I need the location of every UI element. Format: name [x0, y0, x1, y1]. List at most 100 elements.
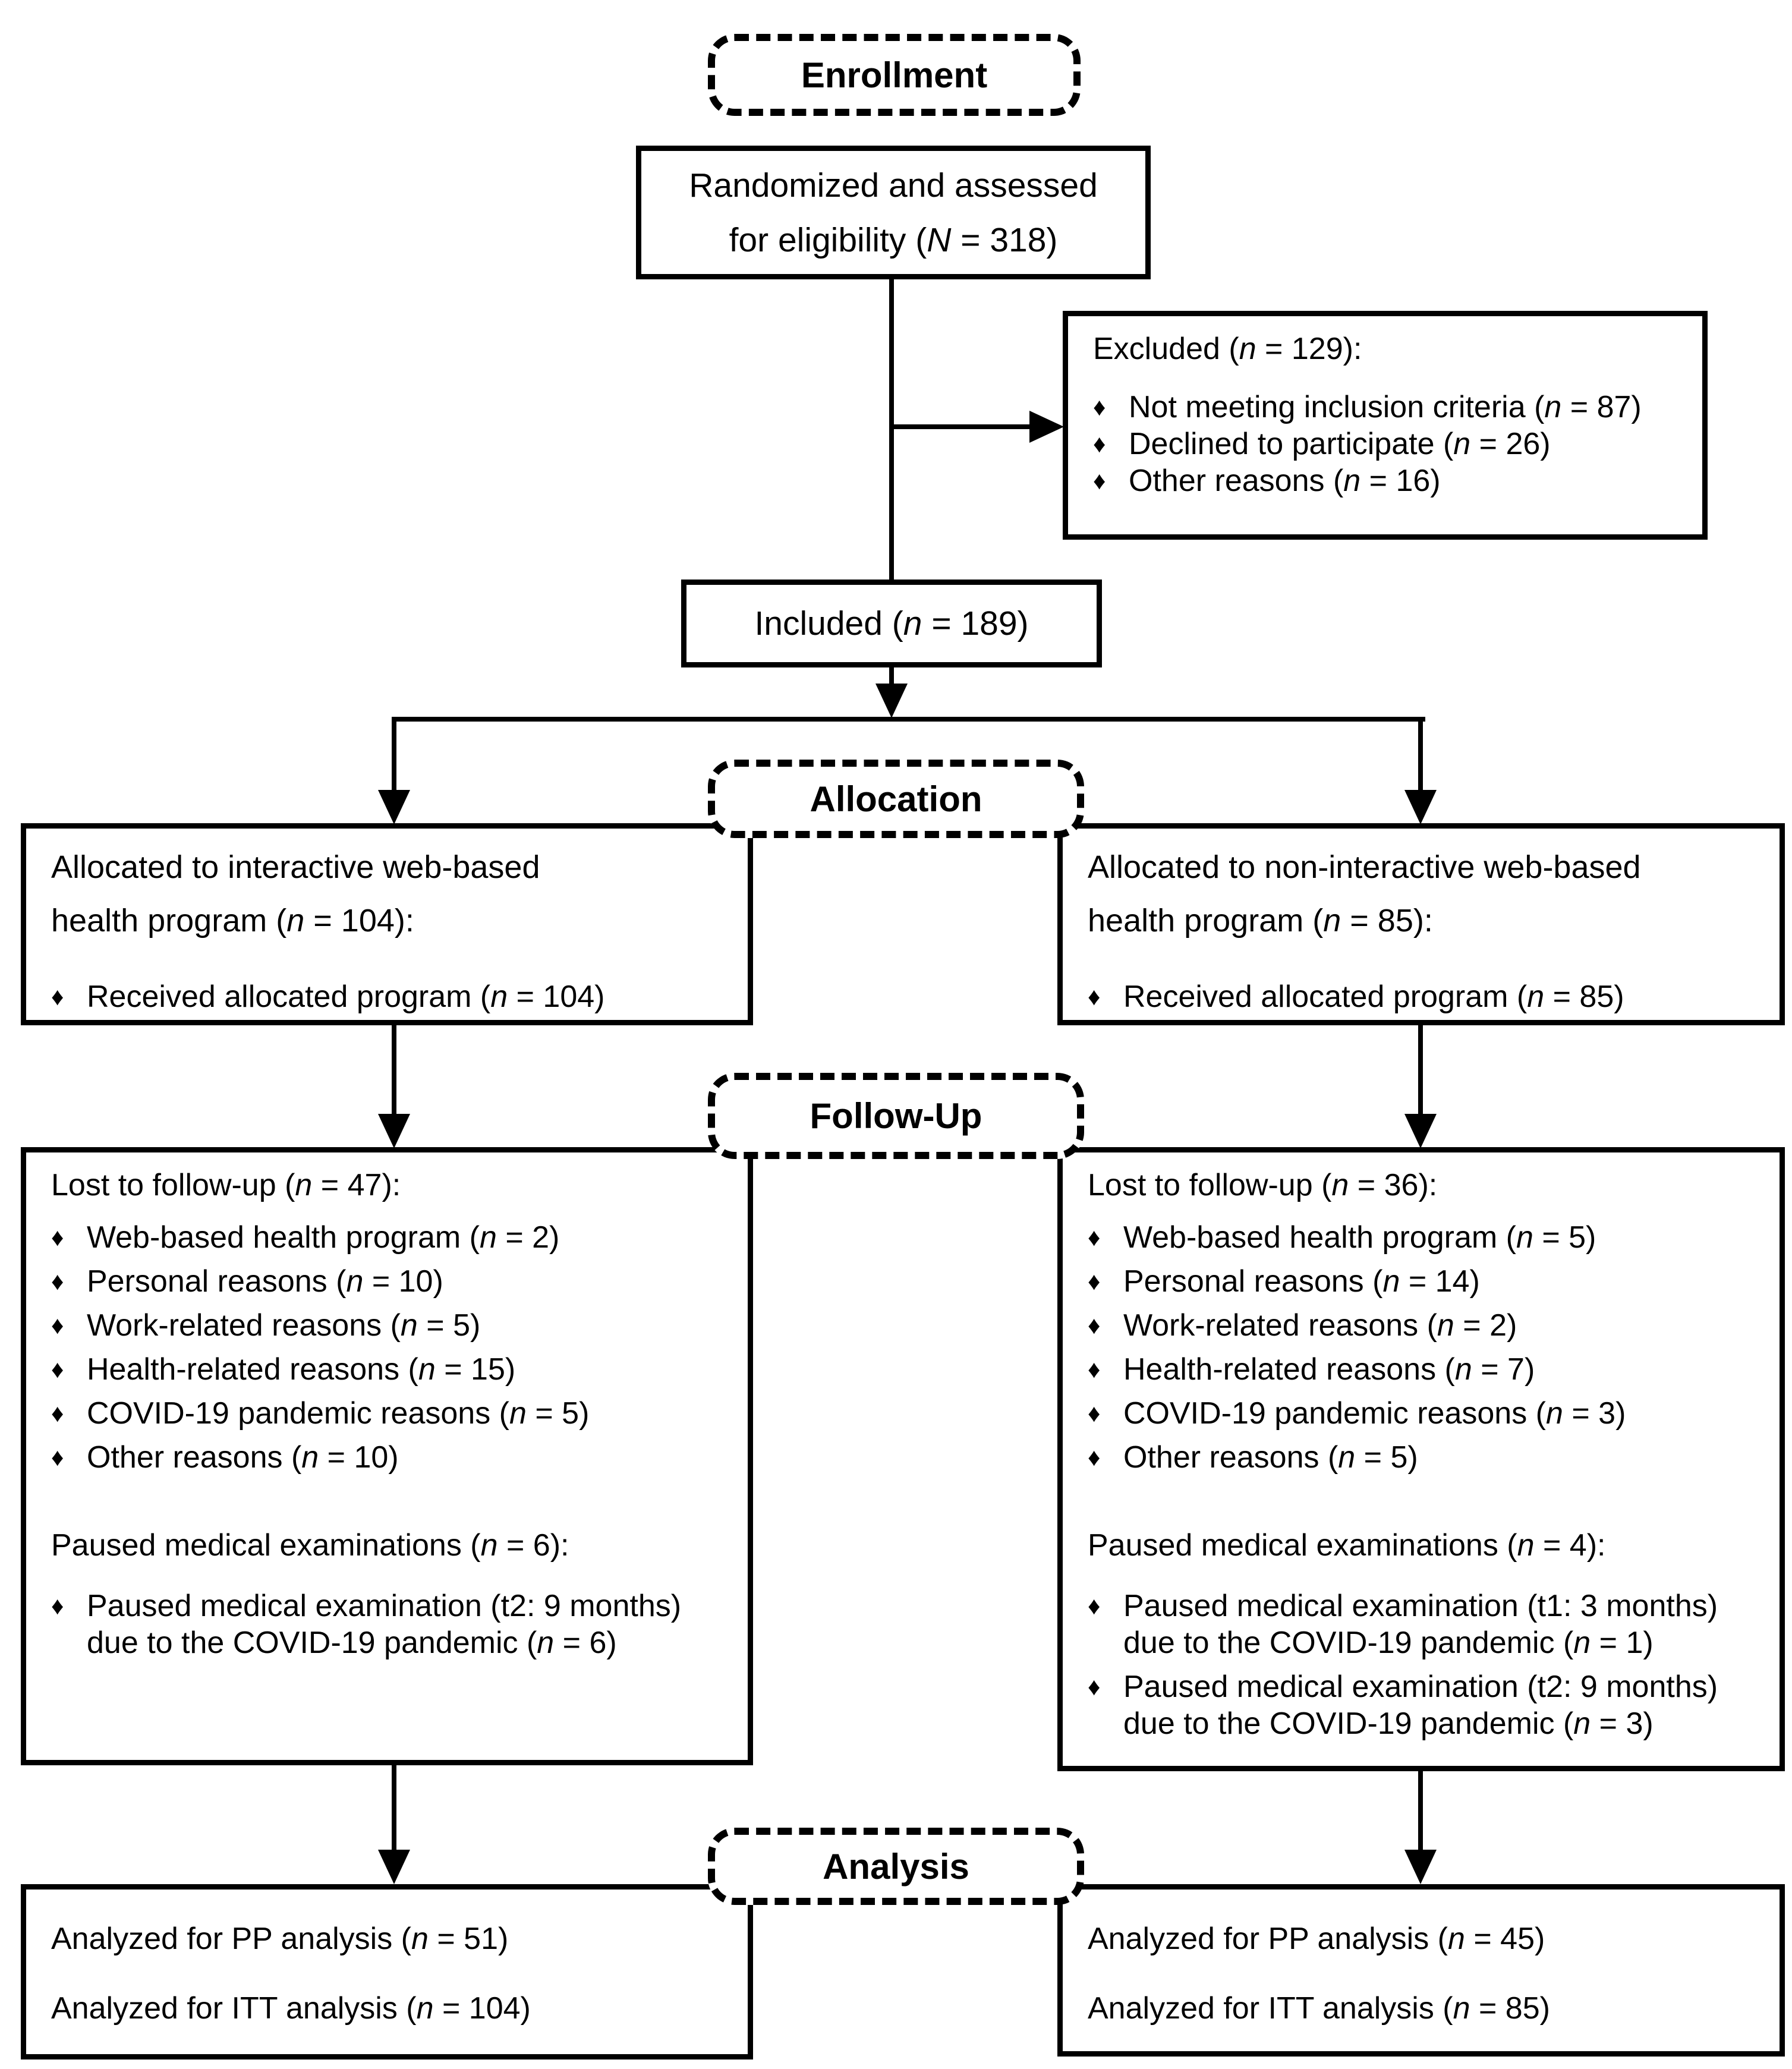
list-item: ♦ Health-related reasons (n = 15) — [51, 1351, 723, 1388]
lost-item-text: Web-based health program (n = 5) — [1123, 1220, 1596, 1255]
arrowhead-down-analysis-right-icon — [1404, 1850, 1437, 1884]
arrowhead-down-followup-right-icon — [1404, 1114, 1437, 1148]
list-item: ♦ Work-related reasons (n = 5) — [51, 1307, 723, 1344]
excluded-box: Excluded (n = 129): ♦ Not meeting inclus… — [1063, 311, 1708, 540]
connector-followup-to-analysis-right — [1418, 1770, 1423, 1851]
paused-item-text: Paused medical examination (t2: 9 months… — [87, 1589, 682, 1660]
section-label-analysis: Analysis — [708, 1828, 1084, 1905]
section-label-followup-text: Follow-Up — [810, 1096, 982, 1136]
diamond-bullet-icon: ♦ — [1093, 430, 1106, 458]
list-item: ♦ Web-based health program (n = 5) — [1088, 1219, 1755, 1256]
followup-right-lost-title: Lost to follow-up (n = 36): — [1088, 1168, 1438, 1202]
list-item: ♦ Other reasons (n = 5) — [1088, 1439, 1755, 1476]
diamond-bullet-icon: ♦ — [1088, 1443, 1101, 1471]
arrowhead-right-excluded-icon — [1029, 411, 1064, 443]
connector-included-to-split — [889, 665, 894, 689]
diamond-bullet-icon: ♦ — [1088, 1267, 1101, 1295]
analysis-left-pp-text: Analyzed for PP analysis (n = 51) — [51, 1922, 509, 1956]
connector-followup-to-analysis-left — [392, 1763, 396, 1851]
followup-left-lost-list: ♦ Web-based health program (n = 2) ♦ Per… — [51, 1219, 723, 1476]
included-box-text: Included (n = 189) — [754, 604, 1029, 643]
section-label-allocation-text: Allocation — [810, 779, 982, 819]
list-item: ♦ Other reasons (n = 10) — [51, 1439, 723, 1476]
list-item: ♦ Personal reasons (n = 14) — [1088, 1263, 1755, 1300]
lost-item-text: Work-related reasons (n = 2) — [1123, 1308, 1517, 1343]
connector-branch-to-excluded — [892, 424, 1034, 429]
allocation-left-list: ♦ Received allocated program (n = 104) — [51, 978, 723, 1015]
connector-alloc-to-followup-right — [1418, 1025, 1423, 1116]
list-item: ♦ Health-related reasons (n = 7) — [1088, 1351, 1755, 1388]
excluded-item-text: Declined to participate (n = 26) — [1129, 427, 1551, 461]
allocation-right-list: ♦ Received allocated program (n = 85) — [1088, 978, 1755, 1015]
allocation-right-item-text: Received allocated program (n = 85) — [1123, 980, 1624, 1014]
diamond-bullet-icon: ♦ — [1088, 1399, 1101, 1427]
followup-left-paused-title: Paused medical examinations (n = 6): — [51, 1528, 569, 1563]
followup-right-paused-list: ♦ Paused medical examination (t1: 3 mont… — [1088, 1588, 1755, 1742]
diamond-bullet-icon: ♦ — [51, 1592, 64, 1620]
list-item: ♦ Not meeting inclusion criteria (n = 87… — [1093, 389, 1677, 426]
lost-item-text: Health-related reasons (n = 15) — [87, 1352, 516, 1387]
lost-item-text: Other reasons (n = 5) — [1123, 1440, 1418, 1475]
diamond-bullet-icon: ♦ — [1088, 1673, 1101, 1700]
diamond-bullet-icon: ♦ — [1088, 1223, 1101, 1251]
arrowhead-down-alloc-left-icon — [378, 790, 410, 824]
connector-split-to-alloc-right — [1418, 717, 1423, 794]
list-item: ♦ Other reasons (n = 16) — [1093, 462, 1677, 499]
analysis-left-itt-text: Analyzed for ITT analysis (n = 104) — [51, 1991, 531, 2026]
list-item: ♦ Personal reasons (n = 10) — [51, 1263, 723, 1300]
diamond-bullet-icon: ♦ — [51, 1223, 64, 1251]
lost-item-text: Personal reasons (n = 10) — [87, 1264, 443, 1299]
diamond-bullet-icon: ♦ — [1093, 467, 1106, 495]
list-item: ♦ Paused medical examination (t2: 9 mont… — [51, 1588, 723, 1661]
followup-left-box: Lost to follow-up (n = 47): ♦ Web-based … — [21, 1147, 753, 1765]
followup-right-box: Lost to follow-up (n = 36): ♦ Web-based … — [1057, 1147, 1785, 1771]
analysis-right-itt-text: Analyzed for ITT analysis (n = 85) — [1088, 1991, 1550, 2026]
diamond-bullet-icon: ♦ — [51, 1399, 64, 1427]
section-label-followup: Follow-Up — [708, 1073, 1084, 1159]
list-item: ♦ COVID-19 pandemic reasons (n = 3) — [1088, 1395, 1755, 1432]
arrowhead-down-followup-left-icon — [378, 1114, 410, 1148]
excluded-item-text: Other reasons (n = 16) — [1129, 464, 1441, 498]
analysis-right-box: Analyzed for PP analysis (n = 45) Analyz… — [1057, 1884, 1785, 2057]
arrowhead-down-analysis-left-icon — [378, 1850, 410, 1884]
diamond-bullet-icon: ♦ — [1088, 1355, 1101, 1383]
lost-item-text: Web-based health program (n = 2) — [87, 1220, 560, 1255]
analysis-left-box: Analyzed for PP analysis (n = 51) Analyz… — [21, 1884, 753, 2059]
allocation-left-item-text: Received allocated program (n = 104) — [87, 980, 605, 1014]
excluded-title: Excluded (n = 129): — [1093, 332, 1362, 366]
followup-left-paused-list: ♦ Paused medical examination (t2: 9 mont… — [51, 1588, 723, 1661]
diamond-bullet-icon: ♦ — [1088, 982, 1101, 1010]
diamond-bullet-icon: ♦ — [51, 1267, 64, 1295]
lost-item-text: Work-related reasons (n = 5) — [87, 1308, 481, 1343]
connector-randomized-to-included — [889, 279, 894, 580]
section-label-allocation: Allocation — [708, 760, 1084, 838]
split-line-allocation — [392, 717, 1425, 722]
arrowhead-down-split-icon — [875, 684, 908, 718]
followup-right-lost-list: ♦ Web-based health program (n = 5) ♦ Per… — [1088, 1219, 1755, 1476]
list-item: ♦ Paused medical examination (t2: 9 mont… — [1088, 1668, 1755, 1742]
diamond-bullet-icon: ♦ — [51, 1311, 64, 1339]
list-item: ♦ COVID-19 pandemic reasons (n = 5) — [51, 1395, 723, 1432]
lost-item-text: Personal reasons (n = 14) — [1123, 1264, 1480, 1299]
list-item: ♦ Paused medical examination (t1: 3 mont… — [1088, 1588, 1755, 1661]
followup-left-lost-title: Lost to follow-up (n = 47): — [51, 1168, 401, 1202]
list-item: ♦ Work-related reasons (n = 2) — [1088, 1307, 1755, 1344]
section-label-enrollment: Enrollment — [708, 34, 1081, 116]
list-item: ♦ Received allocated program (n = 104) — [51, 978, 723, 1015]
section-label-analysis-text: Analysis — [823, 1846, 969, 1887]
lost-item-text: Health-related reasons (n = 7) — [1123, 1352, 1535, 1387]
excluded-item-text: Not meeting inclusion criteria (n = 87) — [1129, 390, 1642, 424]
section-label-enrollment-text: Enrollment — [801, 55, 988, 95]
diamond-bullet-icon: ♦ — [1093, 393, 1106, 421]
diamond-bullet-icon: ♦ — [51, 1355, 64, 1383]
connector-split-to-alloc-left — [392, 717, 396, 794]
connector-alloc-to-followup-left — [392, 1025, 396, 1116]
lost-item-text: COVID-19 pandemic reasons (n = 3) — [1123, 1396, 1626, 1431]
